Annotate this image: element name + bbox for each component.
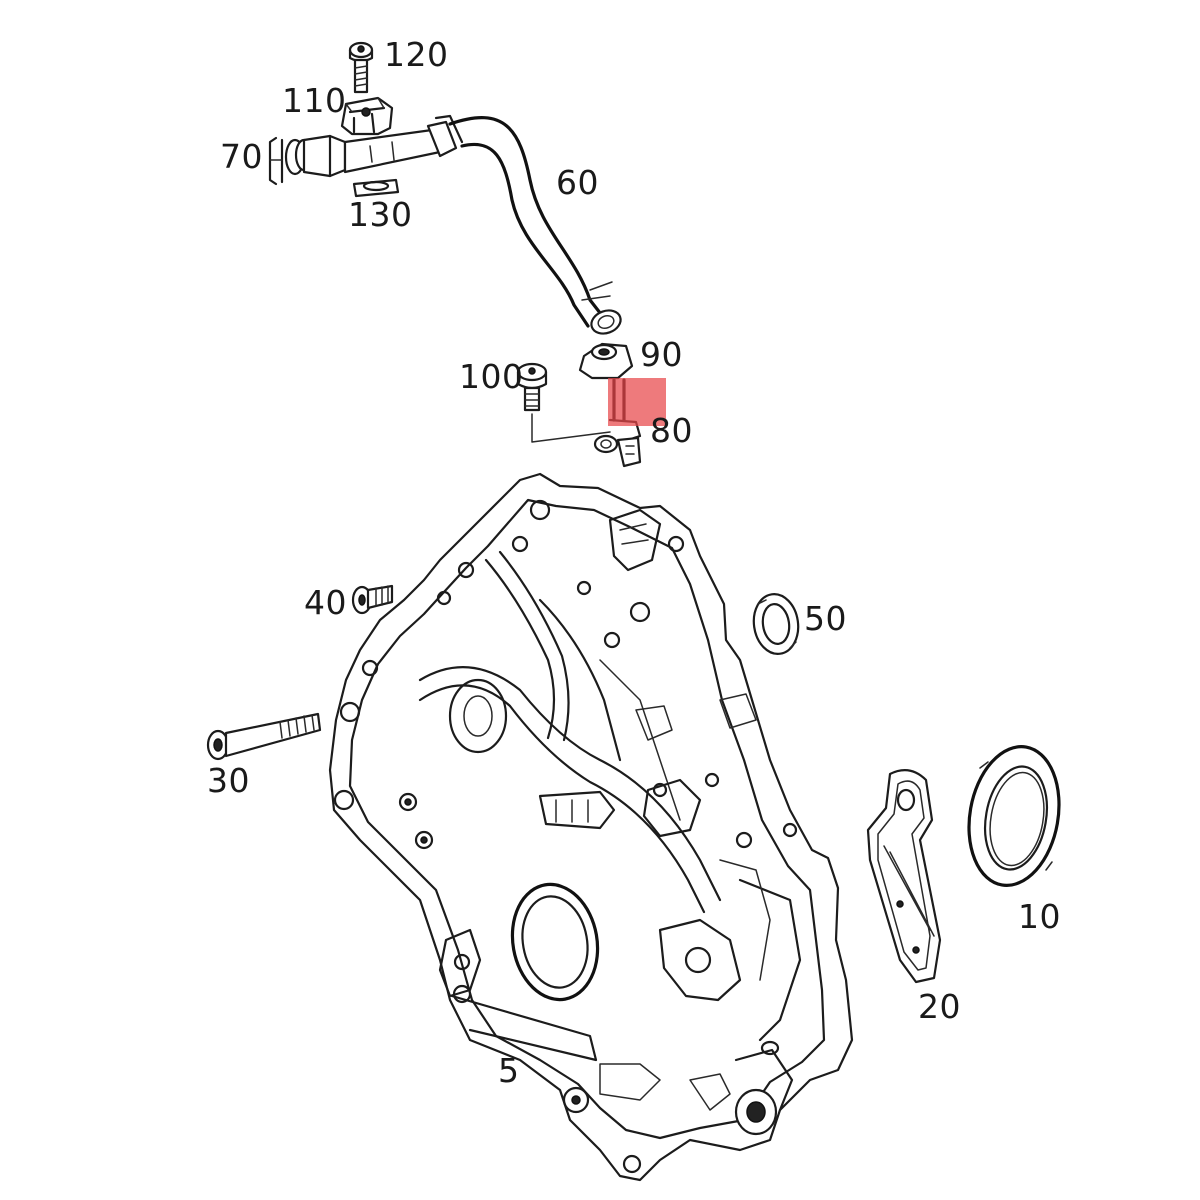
label-20: 20 bbox=[918, 987, 961, 1026]
label-130: 130 bbox=[348, 195, 413, 234]
label-110: 110 bbox=[282, 81, 347, 120]
part-40-bolt[interactable] bbox=[351, 584, 394, 615]
label-50: 50 bbox=[804, 599, 847, 638]
part-5-timing-cover[interactable] bbox=[328, 472, 854, 1182]
label-5: 5 bbox=[498, 1051, 520, 1090]
part-20-gasket[interactable] bbox=[866, 769, 942, 984]
label-60: 60 bbox=[556, 163, 599, 202]
label-40: 40 bbox=[304, 583, 347, 622]
part-100-bolt[interactable] bbox=[516, 362, 611, 443]
part-60-hose[interactable] bbox=[284, 114, 624, 337]
part-10-seal-ring[interactable] bbox=[959, 739, 1070, 892]
label-120: 120 bbox=[384, 35, 449, 74]
label-10: 10 bbox=[1018, 897, 1061, 936]
part-110-holder[interactable] bbox=[340, 96, 394, 136]
part-120-bolt[interactable] bbox=[348, 41, 374, 94]
part-30-bolt[interactable] bbox=[206, 712, 322, 761]
part-70-clip[interactable] bbox=[268, 136, 284, 186]
label-90: 90 bbox=[640, 335, 683, 374]
label-80: 80 bbox=[650, 411, 693, 450]
part-90-seal[interactable] bbox=[578, 342, 634, 380]
part-80-highlight bbox=[608, 378, 666, 426]
part-130-grommet[interactable] bbox=[352, 178, 400, 198]
label-30: 30 bbox=[207, 761, 250, 800]
label-70: 70 bbox=[220, 137, 263, 176]
label-100: 100 bbox=[459, 357, 524, 396]
part-50-seal-ring[interactable] bbox=[750, 591, 802, 657]
part-labels: 120 110 70 60 130 90 100 80 40 50 30 10 … bbox=[207, 35, 1061, 1090]
